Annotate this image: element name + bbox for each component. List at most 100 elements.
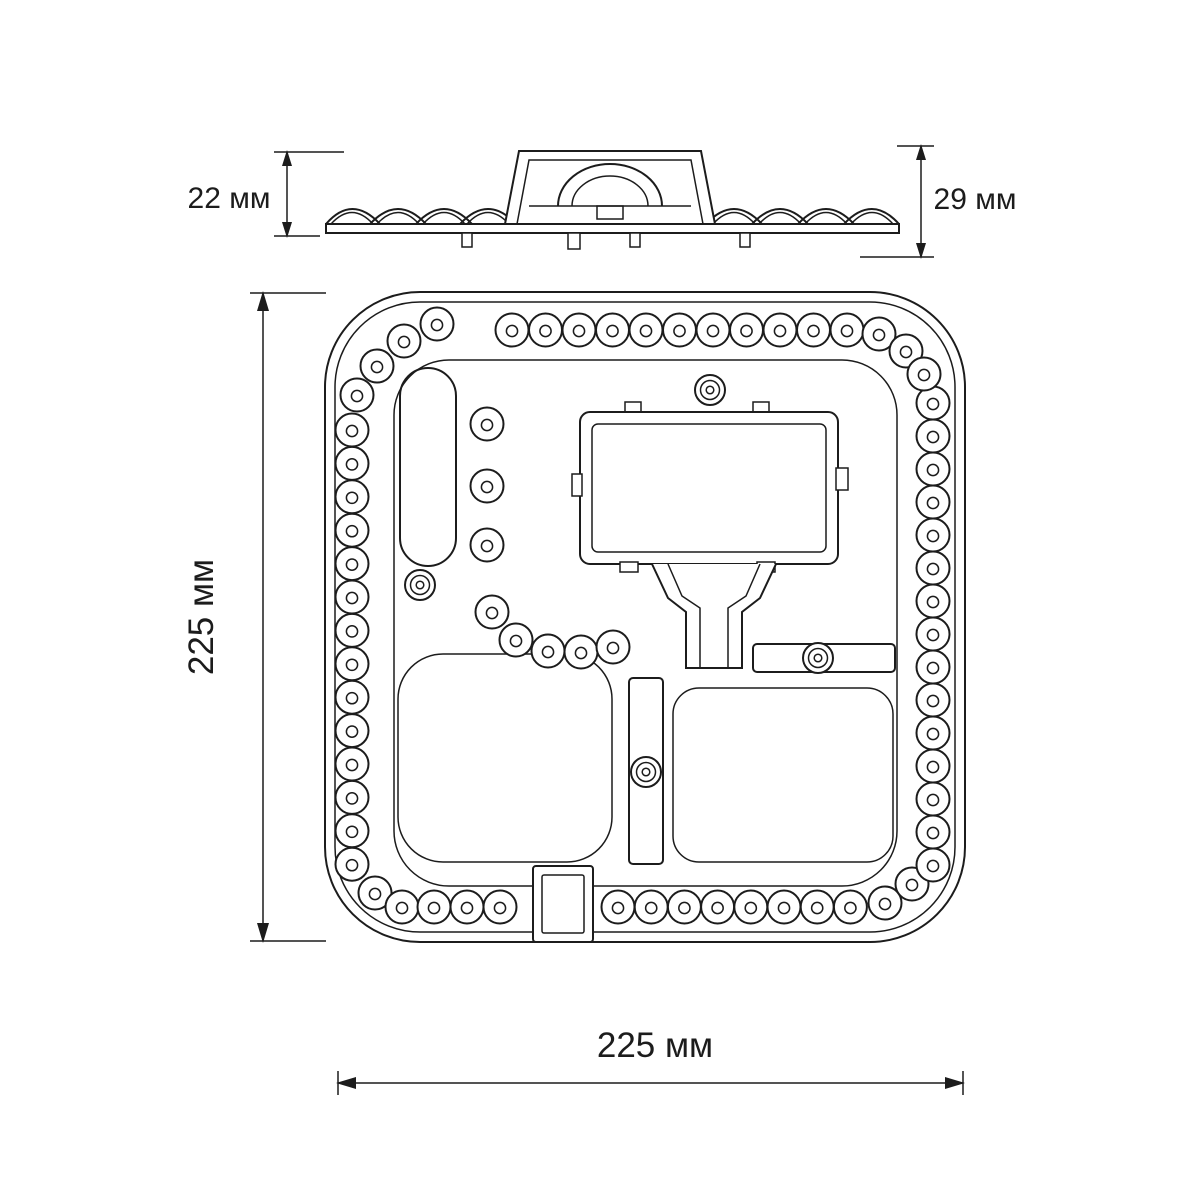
pin [739, 232, 751, 248]
led-lens [334, 479, 370, 515]
mounting-screw [630, 756, 662, 788]
led-chip [345, 725, 359, 738]
dimension-22mm: 22 мм [188, 150, 344, 238]
housing-inner [591, 423, 827, 553]
pin [629, 232, 641, 248]
led-lens [386, 323, 422, 359]
led-chip [485, 606, 499, 620]
led-lens [469, 406, 505, 442]
led-lens [334, 612, 370, 648]
region-bottom-left [397, 653, 613, 863]
led-lens [915, 517, 951, 553]
led-lens [334, 813, 370, 849]
led-lens [906, 356, 942, 392]
led-chip [905, 878, 919, 892]
lens-dome-inner [804, 211, 848, 225]
side-view [325, 150, 900, 250]
arrowhead-left [336, 1077, 356, 1089]
led-chip [345, 591, 359, 605]
mounting-screw [409, 574, 431, 596]
led-lens [339, 377, 375, 413]
led-chip [810, 901, 824, 915]
led-lens [762, 312, 798, 348]
led-chip [840, 324, 854, 338]
dimension-29mm: 29 мм [860, 144, 1016, 259]
led-lens [449, 889, 485, 925]
led-chip [427, 901, 441, 915]
led-lens [600, 889, 636, 925]
sensor-dome [557, 163, 663, 207]
led-lens [799, 889, 835, 925]
led-chip [345, 858, 359, 872]
led-chip [370, 360, 384, 374]
led-chip [917, 368, 931, 382]
led-lens [915, 451, 951, 487]
driver-cover-profile [503, 150, 717, 225]
led-lens [628, 312, 664, 348]
led-chip [480, 418, 494, 432]
led-chip [505, 324, 519, 338]
led-lens [915, 649, 951, 685]
led-lens [832, 889, 868, 925]
led-chip [345, 691, 359, 705]
led-lens [498, 622, 534, 658]
led-lens [915, 418, 951, 454]
led-chip [509, 634, 523, 648]
led-lens [334, 646, 370, 682]
arrowhead-up [282, 150, 292, 166]
led-chip [926, 694, 940, 708]
led-chip [678, 901, 691, 915]
led-lens [561, 312, 597, 348]
led-lens [528, 312, 563, 348]
led-chip [350, 389, 364, 403]
mounting-screw [807, 647, 829, 669]
lens-dome-inner [330, 211, 374, 225]
led-chip [807, 324, 820, 338]
led-lens [766, 889, 802, 925]
lens-dome-inner [850, 211, 894, 225]
sensor-dome-inner [571, 175, 649, 207]
pin [461, 232, 473, 248]
arrowhead-down [282, 222, 292, 238]
led-lens [334, 445, 370, 481]
front-view [324, 291, 966, 943]
led-lens [915, 484, 951, 520]
led-lens [796, 312, 831, 348]
led-chip [926, 760, 940, 774]
dim-label-width-225mm: 225 мм [597, 1026, 713, 1065]
led-chip [493, 901, 507, 915]
led-chip [926, 397, 940, 411]
dim-label-29mm: 29 мм [934, 183, 1017, 216]
mounting-screw [694, 374, 726, 406]
led-chip [926, 628, 940, 642]
led-chip [926, 727, 940, 741]
lens-row-right [705, 208, 900, 225]
led-chip [777, 901, 791, 915]
lens-row-left [325, 208, 517, 225]
led-lens [334, 412, 370, 448]
led-chip [572, 324, 586, 338]
housing-outer [579, 411, 839, 565]
screws [404, 374, 834, 788]
base-plate [325, 223, 900, 234]
mounting-screw [699, 379, 721, 401]
region-bottom-right [672, 687, 894, 863]
led-chip [878, 897, 892, 911]
led-lens [915, 385, 951, 421]
led-chip [480, 480, 494, 494]
led-chip [673, 324, 686, 338]
led-lens [915, 781, 951, 817]
led-lens [416, 889, 452, 925]
led-lens [695, 312, 731, 348]
led-chip [606, 324, 619, 338]
led-chip [926, 463, 940, 477]
led-chip [926, 562, 940, 576]
housing-clip-left [571, 473, 583, 497]
lens-dome-inner [758, 211, 802, 225]
led-chip [345, 758, 359, 772]
led-chip [345, 458, 359, 471]
led-lens [334, 512, 370, 548]
led-chip [541, 645, 555, 659]
led-lens [829, 312, 865, 348]
